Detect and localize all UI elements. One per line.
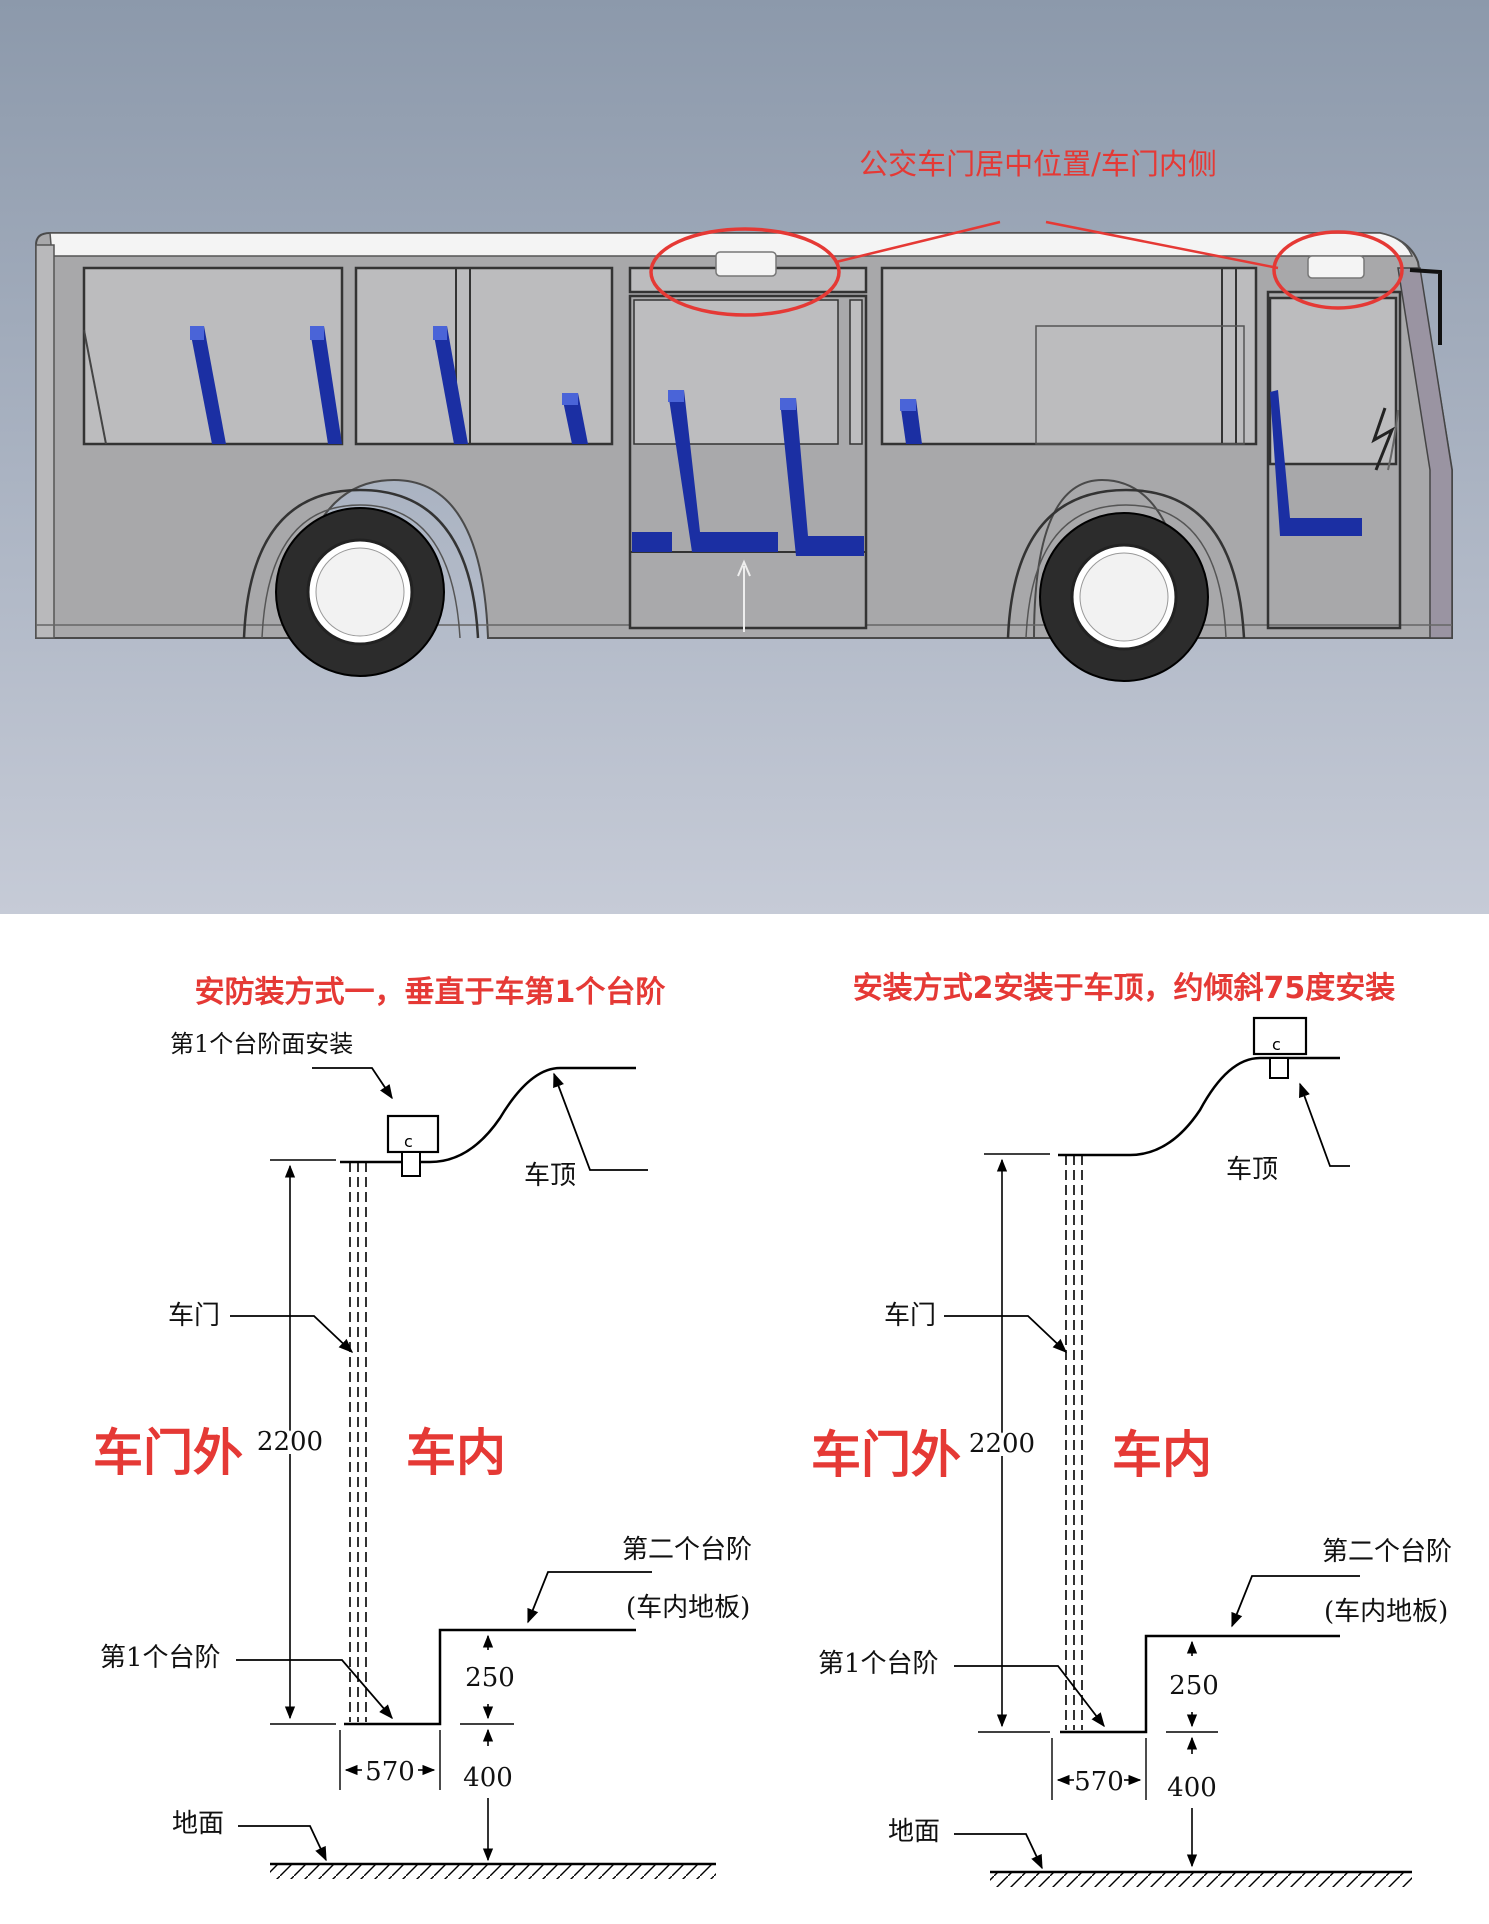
method-two-sensor-icon [1252,1016,1308,1056]
bus-seats [190,326,1362,556]
window-3 [880,266,1258,446]
method-two-step2-label: 第二个台阶 [1322,1537,1452,1567]
method-one-door [349,1162,367,1722]
callout-ellipse-front [1272,230,1404,310]
method-two-door-label: 车门 [884,1301,936,1331]
method-one-sensor-icon [386,1114,440,1154]
roof-profile [340,1066,636,1164]
method-two-step1-label: 第1个台阶 [818,1649,939,1679]
method-one-outside-label: 车门外 [93,1424,243,1482]
method-one-rise-dim: 250 [465,1663,515,1693]
method-one-step2-label: 第二个台阶 [622,1535,752,1565]
method-two-roof-profile [1058,1056,1340,1157]
method-two-bracket-icon [1269,1057,1289,1079]
callout-leader-middle [835,220,1001,264]
callout-ellipse-middle [649,227,841,317]
method-one-height-dim: 2200 [257,1427,323,1457]
method-one-inside-label: 车内 [406,1424,506,1482]
method-two-door [1065,1155,1083,1730]
front-wheel [1006,488,1246,682]
callout-label: 公交车门居中位置/车门内侧 [859,147,1217,181]
method-two-ground-label: 地面 [888,1817,940,1847]
method-two-rise-dim: 250 [1169,1671,1219,1701]
svg-text:c: c [404,1132,413,1151]
method-one-title: 安防装方式一，垂直于车第1个台阶 [195,975,666,1010]
method-one-bracket-icon [401,1151,421,1177]
method-one-diagram: 安防装方式一，垂直于车第1个台阶 第1个台阶面安装 车顶 c 车门 2200 车… [93,975,752,1879]
method-one-step1-label: 第1个台阶 [100,1643,221,1673]
method-two-roof-label: 车顶 [1226,1155,1278,1185]
rear-wheel [242,488,480,677]
method-two-step2-sub: (车内地板) [1324,1597,1448,1627]
method-two-ground-dim: 400 [1167,1773,1217,1803]
method-one-ground-dim: 400 [463,1763,513,1793]
callout-markers [649,220,1404,317]
method-two-outside-label: 车门外 [811,1426,961,1484]
method-one-steps [344,1628,636,1726]
counter-device-front-icon [1307,255,1365,279]
mount-note-label: 第1个台阶面安装 [170,1030,353,1058]
method-two-title: 安装方式2安装于车顶，约倾斜75度安装 [853,971,1396,1006]
method-two-steps [1060,1634,1340,1734]
method-one-depth-dim: 570 [365,1757,415,1787]
middle-door [628,294,868,632]
front-door [1266,290,1402,630]
method-two-inside-label: 车内 [1112,1426,1212,1484]
svg-text:c: c [1272,1035,1281,1054]
bus-panel: 公交车门居中位置/车门内侧 [0,0,1489,914]
method-one-step2-sub: (车内地板) [626,1593,750,1623]
counter-device-middle-icon [715,251,777,277]
method-two-diagram: 安装方式2安装于车顶，约倾斜75度安装 c 车顶 车门 2200 车门外 车内 … [811,971,1452,1887]
callout-leader-front [1045,220,1279,270]
method-two-depth-dim: 570 [1074,1767,1124,1797]
method-one-ground-label: 地面 [172,1809,224,1839]
method-two-height-dim: 2200 [969,1429,1035,1459]
method-one-roof-label: 车顶 [524,1161,576,1191]
method-one-door-label: 车门 [168,1301,220,1331]
